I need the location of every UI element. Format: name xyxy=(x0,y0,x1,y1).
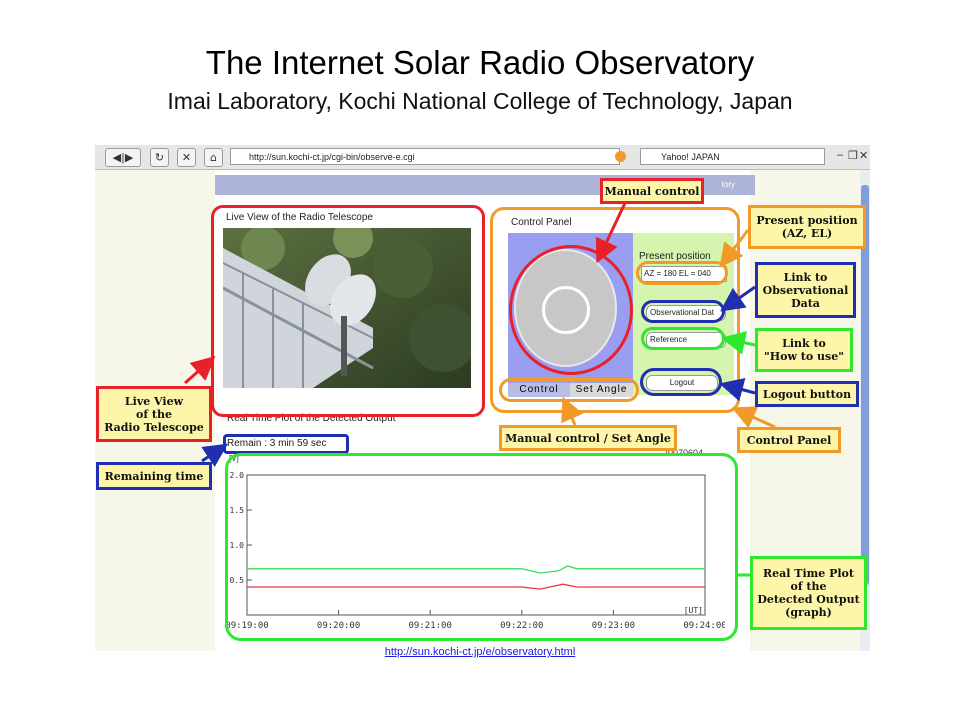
callout-link-how-to-use: Link to "How to use" xyxy=(755,328,853,372)
minimize-icon[interactable]: – xyxy=(837,149,844,161)
live-view-camera xyxy=(223,228,471,388)
callout-control-panel: Control Panel xyxy=(737,427,841,453)
slide-subtitle: Imai Laboratory, Kochi National College … xyxy=(167,88,793,114)
tab-set-angle[interactable]: Set Angle xyxy=(570,383,633,397)
x-tick-label: 09:23:00 xyxy=(592,621,635,631)
x-tick-label: 09:19:00 xyxy=(225,621,268,631)
plot-header: Real Time Plot of the Detected Output xyxy=(227,413,396,424)
stop-icon[interactable]: ✕ xyxy=(177,148,196,167)
series-line-0 xyxy=(247,565,705,574)
plot-frame xyxy=(246,474,706,616)
close-icon[interactable]: ✕ xyxy=(859,150,869,162)
y-tick-label: 2.0 xyxy=(230,471,245,480)
callout-logout-button: Logout button xyxy=(755,381,859,407)
observational-data-outline xyxy=(641,300,725,323)
forward-icon[interactable]: ▶ xyxy=(124,151,134,164)
x-tick-label: 09:24:00 xyxy=(683,621,725,631)
page-header-fragment: tory xyxy=(721,180,735,189)
real-time-plot: 2.0 1.5 1.0 0.5 09:19:00 09:20:00 09:21:00 09:2… xyxy=(225,471,725,631)
callout-remaining-time: Remaining time xyxy=(96,462,212,490)
present-position-label: Present position xyxy=(639,251,711,262)
series-line-1 xyxy=(247,583,705,590)
live-view-header: Live View of the Radio Telescope xyxy=(226,212,373,223)
y-tick-label: 1.0 xyxy=(230,541,245,550)
x-tick-label: 09:22:00 xyxy=(500,621,543,631)
live-view-outline xyxy=(211,205,485,417)
y-tick-label: 1.5 xyxy=(230,506,245,515)
callout-manual-set-angle: Manual control / Set Angle xyxy=(499,425,677,451)
telescope-photo xyxy=(223,228,471,388)
restore-icon[interactable]: ❐ xyxy=(848,150,858,162)
control-panel-header: Control Panel xyxy=(511,217,572,228)
x-unit-label: [UT] xyxy=(684,606,703,615)
y-tick-label: 0.5 xyxy=(230,576,245,585)
browser-toolbar: ◀|▶ ↻ ✕ ⌂ http://sun.kochi-ct.jp/cgi-bin… xyxy=(95,145,870,170)
home-icon[interactable]: ⌂ xyxy=(204,148,223,167)
callout-present-position: Present position (AZ, EL) xyxy=(748,205,866,249)
back-icon[interactable]: ◀ xyxy=(112,151,122,164)
callout-manual-control: Manual control xyxy=(600,178,704,204)
go-icon[interactable] xyxy=(615,151,626,162)
browser-screenshot: ◀|▶ ↻ ✕ ⌂ http://sun.kochi-ct.jp/cgi-bin… xyxy=(95,145,870,651)
remain-time-text: Remain : 3 min 59 sec xyxy=(227,438,327,449)
callout-arrows xyxy=(184,202,776,577)
observatory-link[interactable]: http://sun.kochi-ct.jp/e/observatory.htm… xyxy=(384,646,576,658)
x-tick-label: 09:20:00 xyxy=(317,621,360,631)
plot-outline xyxy=(225,453,738,641)
callout-link-observational: Link to Observational Data xyxy=(755,262,856,318)
present-position-outline xyxy=(636,261,728,285)
manual-control-outline xyxy=(509,245,633,375)
back-forward-buttons[interactable]: ◀|▶ xyxy=(105,148,141,167)
tab-control[interactable]: Control xyxy=(508,383,570,397)
callout-live-view: Live View of the Radio Telescope xyxy=(96,386,212,442)
reload-icon[interactable]: ↻ xyxy=(150,148,169,167)
x-tick-label: 09:21:00 xyxy=(409,621,452,631)
callout-real-time-plot: Real Time Plot of the Detected Output (g… xyxy=(750,556,867,630)
search-box[interactable]: Yahoo! JAPAN xyxy=(640,148,825,165)
scrollbar-thumb[interactable] xyxy=(861,185,869,585)
slide-title: The Internet Solar Radio Observatory xyxy=(205,44,755,81)
address-bar[interactable]: http://sun.kochi-ct.jp/cgi-bin/observe-e… xyxy=(230,148,620,165)
